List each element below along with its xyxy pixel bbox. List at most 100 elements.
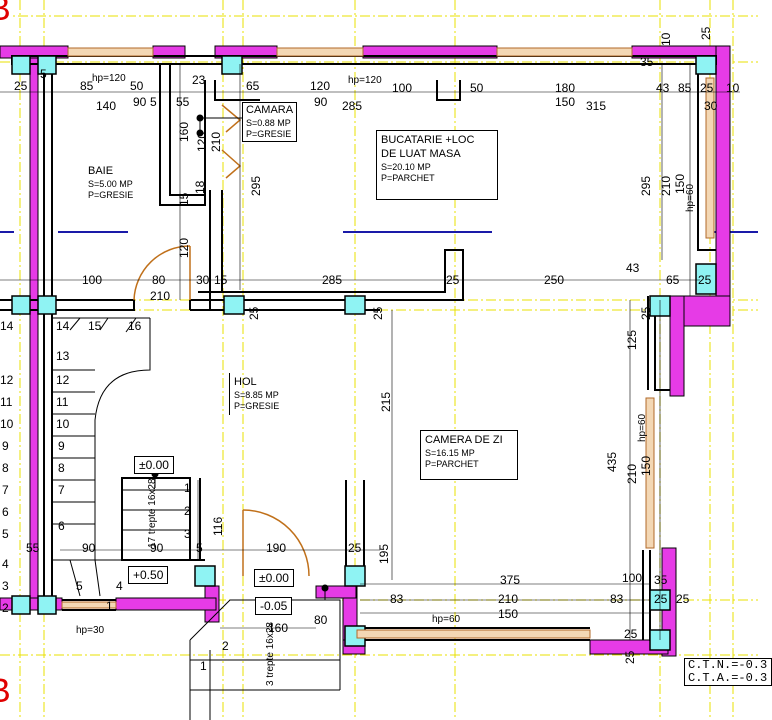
stair-num-b10: 3 xyxy=(2,579,9,593)
dim-top-1: 5 xyxy=(40,67,47,81)
dim-low-13: 25 xyxy=(654,592,668,606)
dim-v-19: 25 xyxy=(247,306,261,320)
dim-v-7: 120 xyxy=(177,237,191,258)
stair-num-b11: 2 xyxy=(2,601,9,615)
stair-num-a7: 11 xyxy=(56,395,69,409)
stair-num-a5: 13 xyxy=(56,349,70,363)
room-hol-floor: P=GRESIE xyxy=(234,401,280,411)
dim-low-15: 25 xyxy=(676,592,690,606)
dim-v-10: 150 xyxy=(673,173,687,194)
dim-row2-5: 90 xyxy=(314,95,328,109)
dim-top-11: 43 xyxy=(656,81,670,95)
stair-num-a9: 9 xyxy=(58,439,65,453)
dim-v-8: 295 xyxy=(639,175,653,196)
stair-num-b3: 10 xyxy=(0,417,14,431)
stair-num-a6: 12 xyxy=(56,373,70,387)
dim-v-2: 120 xyxy=(195,131,209,152)
stair-num-b2: 11 xyxy=(0,395,13,409)
cta-value: C.T.A.=-0.3 xyxy=(688,671,768,686)
windows xyxy=(61,47,715,639)
dim-low-9: 150 xyxy=(498,607,519,621)
stair-num-a4: 16 xyxy=(128,319,142,333)
dim-v-21: 25 xyxy=(699,26,713,40)
dim-row2-2: 90 xyxy=(133,95,147,109)
dim-top-8: 100 xyxy=(392,81,413,95)
dim-v-3: 210 xyxy=(209,131,223,152)
stair-num-b7: 6 xyxy=(2,505,9,519)
stair-num-b6: 7 xyxy=(2,483,9,497)
dim-top-2: 25 xyxy=(14,79,28,93)
dim-mid-2: 80 xyxy=(152,273,166,287)
stair-label: 17 trepte 16x28 xyxy=(147,478,158,548)
dim-low-4: 5 xyxy=(196,541,203,555)
room-baie-area: S=5.00 MP xyxy=(88,178,133,189)
dim-mid-1: 100 xyxy=(82,273,103,287)
room-baie-tag: BAIE S=5.00 MP P=GRESIE xyxy=(84,162,137,204)
room-baie-floor: P=GRESIE xyxy=(88,190,134,200)
dim-v-1: 160 xyxy=(177,121,191,142)
room-camara-name: CAMARA xyxy=(246,104,294,116)
window-height-right-top: hp=60 xyxy=(685,183,696,212)
dim-low-3: 90 xyxy=(150,541,164,555)
staircase xyxy=(52,317,341,720)
stair-num-b9: 4 xyxy=(2,557,9,571)
stair-num-b5: 8 xyxy=(2,461,9,475)
room-baie-name: BAIE xyxy=(88,165,114,177)
dim-low-12: 35 xyxy=(654,573,668,587)
dim-v-9: 210 xyxy=(659,175,673,196)
axis-label-bottom: B xyxy=(0,672,11,711)
dim-v-12: 125 xyxy=(625,329,639,350)
dim-low-2: 90 xyxy=(82,541,96,555)
dim-v-15: 210 xyxy=(625,463,639,484)
room-bucatarie-name-2: DE LUAT MASA xyxy=(381,147,461,160)
room-bucatarie-tag: BUCATARIE +LOC DE LUAT MASA S=20.10 MP P… xyxy=(376,130,498,200)
dim-v-13: 215 xyxy=(379,391,393,412)
stair-num-b8: 5 xyxy=(2,527,9,541)
axis-label-top: B xyxy=(0,0,11,29)
room-camera-zi-area: S=16.15 MP xyxy=(425,447,475,458)
stair-num-a12: 6 xyxy=(58,519,65,533)
dim-low-6: 25 xyxy=(348,541,362,555)
room-camera-zi-floor: P=PARCHET xyxy=(425,459,479,469)
dim-low-19: 2 xyxy=(222,639,229,653)
dim-v-16: 150 xyxy=(639,455,653,476)
window-height-bottom-left: hp=30 xyxy=(76,625,105,636)
dim-row2-1: 140 xyxy=(96,99,117,113)
stair-num-a8: 10 xyxy=(56,417,70,431)
room-camera-zi-name: CAMERA DE ZI xyxy=(425,434,503,446)
dim-top-3: 85 xyxy=(80,79,94,93)
dim-v-14: 435 xyxy=(605,451,619,472)
dim-low-16: 25 xyxy=(624,627,638,641)
dimension-lines xyxy=(0,64,740,640)
dim-v-22: 25 xyxy=(639,306,653,320)
dim-mid-8: 250 xyxy=(544,273,565,287)
dim-top-10: 180 xyxy=(555,81,576,95)
dim-low-20: 1 xyxy=(200,659,207,673)
stair-num-a16: 2 xyxy=(184,504,191,518)
dim-low-14: 100 xyxy=(622,571,643,585)
dim-mid-9: 43 xyxy=(626,261,640,275)
dim-low-11: 83 xyxy=(610,592,624,606)
dim-row2-7: 150 xyxy=(555,95,576,109)
stair-num-a17: 3 xyxy=(184,527,191,541)
room-camara-area: S=0.88 MP xyxy=(246,117,291,128)
dim-top-14: 10 xyxy=(726,81,740,95)
level-outside-marker: -0.05 xyxy=(255,597,293,615)
stair-num-b4: 9 xyxy=(2,439,9,453)
room-bucatarie-name-1: BUCATARIE +LOC xyxy=(381,134,475,146)
ctn-value: C.T.N.=-0.3 xyxy=(688,658,768,672)
dim-low-17: 160 xyxy=(268,621,289,635)
dim-low-10: 83 xyxy=(390,592,404,606)
dim-low-8: 210 xyxy=(498,592,519,606)
site-elevations: C.T.N.=-0.3 C.T.A.=-0.3 xyxy=(684,658,772,687)
stair-num-a10: 8 xyxy=(58,461,65,475)
dim-mid-11: 25 xyxy=(698,273,712,287)
dim-mid-3: 210 xyxy=(150,289,171,303)
window-height-right-mid: hp=60 xyxy=(637,413,648,442)
stair-num-a1: 14 xyxy=(0,319,14,333)
dim-low-1: 55 xyxy=(26,541,40,555)
dim-top-12: 85 xyxy=(678,81,692,95)
dim-v-18: 195 xyxy=(377,543,391,564)
dim-mid-7: 25 xyxy=(446,273,460,287)
stair-num-b12: 1 xyxy=(106,599,113,613)
